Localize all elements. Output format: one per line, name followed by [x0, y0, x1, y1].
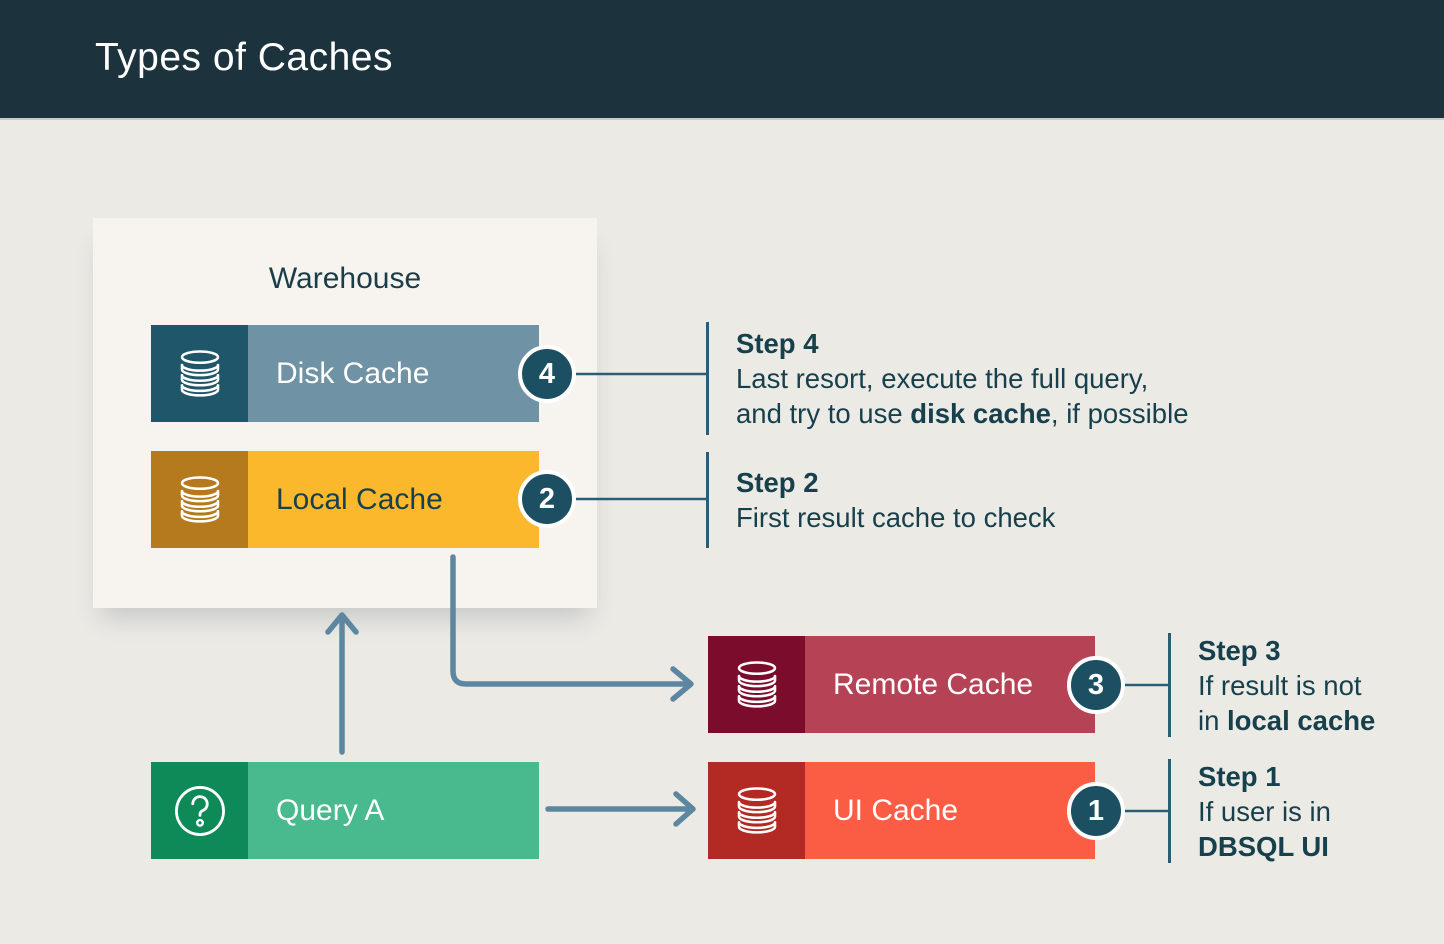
query-a-label: Query A [248, 762, 539, 859]
step-badge-4: 4 [518, 345, 576, 403]
step-2-title: Step 2 [736, 467, 819, 498]
warehouse-label: Warehouse [268, 262, 422, 295]
step-1-line-2: DBSQL UI [1198, 830, 1329, 862]
step-3-line-2: in local cache [1198, 704, 1376, 736]
step-3-annotation: Step 3 If result is not in local cache [1168, 633, 1438, 737]
step-1-annotation: Step 1 If user is in DBSQL UI [1168, 759, 1438, 863]
step-4-title: Step 4 [736, 328, 819, 359]
query-a-card: Query A [151, 762, 539, 859]
step-badge-2: 2 [518, 470, 576, 528]
header-bar: Types of Caches [0, 0, 1444, 120]
step-2-annotation: Step 2 First result cache to check [706, 452, 1176, 548]
remote-cache-card: Remote Cache [708, 636, 1095, 733]
database-icon [708, 762, 805, 859]
ui-cache-label: UI Cache [805, 762, 1095, 859]
step-2-line-1: First result cache to check [736, 502, 1056, 533]
local-cache-label: Local Cache [248, 451, 539, 548]
page-title: Types of Caches [95, 36, 393, 79]
step-badge-3: 3 [1067, 656, 1125, 714]
question-mark-icon [151, 762, 248, 859]
step-3-title: Step 3 [1198, 634, 1281, 666]
database-icon [151, 325, 248, 422]
local-cache-card: Local Cache [151, 451, 539, 548]
step-4-line-2: and try to use disk cache, if possible [736, 398, 1189, 429]
step-1-title: Step 1 [1198, 760, 1281, 792]
arrow-query-to-ui-cache [545, 791, 696, 827]
ui-cache-card: UI Cache [708, 762, 1095, 859]
step-badge-1: 1 [1067, 782, 1125, 840]
database-icon [708, 636, 805, 733]
remote-cache-label: Remote Cache [805, 636, 1095, 733]
disk-cache-card: Disk Cache [151, 325, 539, 422]
arrow-query-to-warehouse [325, 612, 359, 755]
step-3-line-1: If result is not [1198, 669, 1362, 701]
step-4-line-1: Last resort, execute the full query, [736, 363, 1149, 394]
disk-cache-label: Disk Cache [248, 325, 539, 422]
database-icon [151, 451, 248, 548]
step-1-line-1: If user is in [1198, 795, 1331, 827]
step-4-annotation: Step 4 Last resort, execute the full que… [706, 322, 1276, 435]
